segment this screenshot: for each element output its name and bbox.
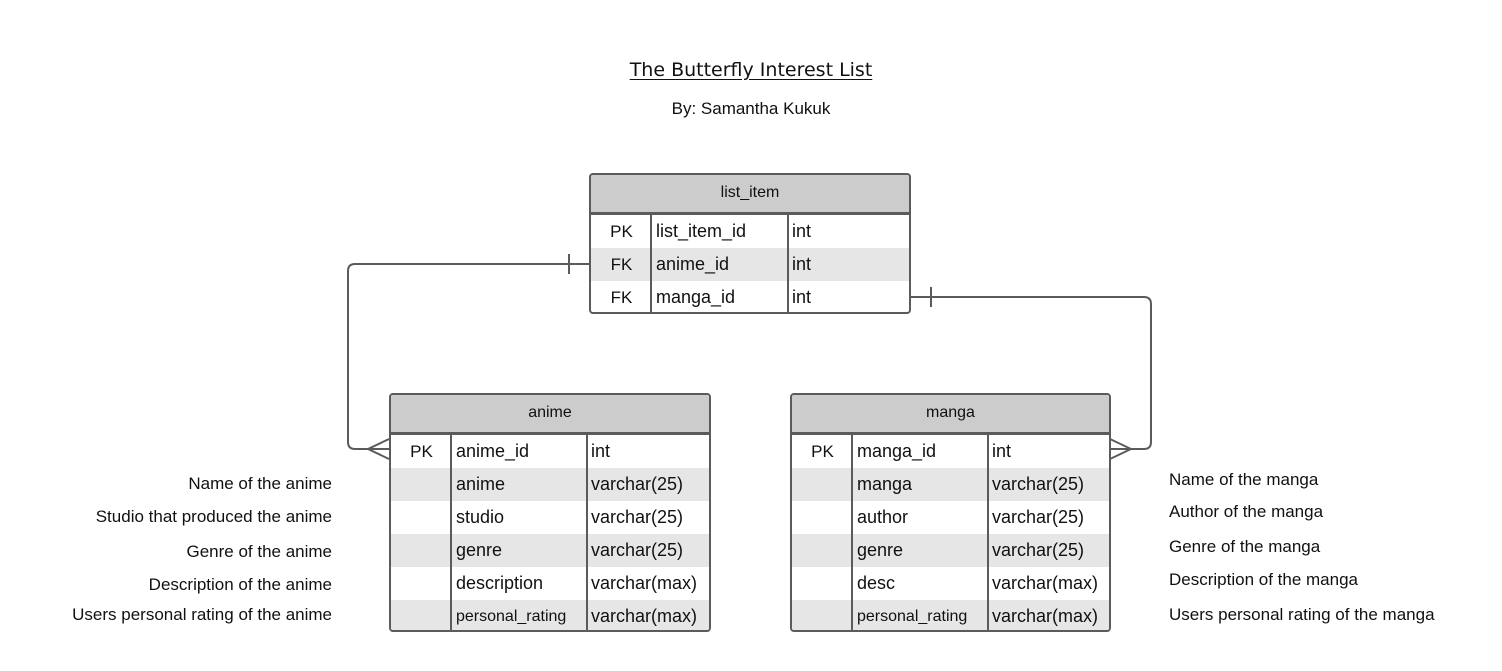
field-cell: list_item_id [656,221,747,241]
entity-anime-header: anime [391,395,709,435]
key-cell [391,501,452,534]
type-cell: varchar(25) [992,507,1085,527]
entity-manga-header: manga [792,395,1109,435]
table-row: desc varchar(max) [792,567,1109,600]
entity-manga-rows: PK manga_id int manga varchar(25) author… [792,435,1109,630]
table-row: manga varchar(25) [792,468,1109,501]
table-row: studio varchar(25) [391,501,709,534]
note-manga-genre: Genre of the manga [1169,537,1321,556]
field-cell: description [456,573,544,593]
type-cell: varchar(25) [992,474,1085,494]
note-manga-author: Author of the manga [1169,502,1324,521]
field-cell: studio [456,507,505,527]
diagram-author: By: Samantha Kukuk [671,99,831,118]
crowfoot-anime-top [367,438,390,450]
crowfoot-manga-top [1109,438,1132,450]
note-manga-description: Description of the manga [1169,570,1358,589]
table-row: PK anime_id int [391,435,709,468]
field-cell: genre [456,540,503,560]
table-row: FK manga_id int [591,281,909,312]
entity-list-item-rows: PK list_item_id int FK anime_id int FK m… [591,215,909,312]
key-cell: FK [610,287,633,307]
key-cell [792,567,853,600]
key-cell: PK [811,441,834,461]
type-cell: varchar(25) [992,540,1085,560]
type-cell: int [992,441,1012,461]
field-cell: author [857,507,909,527]
field-cell: personal_rating [857,607,968,625]
key-cell: PK [410,441,433,461]
type-cell: varchar(25) [591,540,684,560]
field-cell: genre [857,540,904,560]
field-cell: anime_id [456,441,530,461]
table-row: genre varchar(25) [792,534,1109,567]
type-cell: varchar(max) [992,606,1099,626]
note-anime-description: Description of the anime [148,575,332,594]
key-cell [391,567,452,600]
field-cell: manga_id [857,441,937,461]
table-row: personal_rating varchar(max) [792,600,1109,630]
type-cell: int [792,287,812,307]
type-cell: varchar(max) [591,573,698,593]
table-row: personal_rating varchar(max) [391,600,709,630]
table-row: anime varchar(25) [391,468,709,501]
field-cell: desc [857,573,896,593]
key-cell: FK [610,254,633,274]
connector-manga [910,296,1152,450]
note-anime-genre: Genre of the anime [186,542,332,561]
key-cell [792,501,853,534]
table-row: description varchar(max) [391,567,709,600]
crowfoot-anime-bottom [367,448,390,460]
table-row: genre varchar(25) [391,534,709,567]
key-cell [792,600,853,630]
type-cell: int [792,221,812,241]
type-cell: varchar(max) [992,573,1099,593]
entity-anime-rows: PK anime_id int anime varchar(25) studio… [391,435,709,630]
entity-manga[interactable]: manga PK manga_id int manga varchar(25) … [790,393,1111,632]
key-cell [391,468,452,501]
entity-anime[interactable]: anime PK anime_id int anime varchar(25) … [389,393,711,632]
entity-list-item-header: list_item [591,175,909,215]
type-cell: varchar(max) [591,606,698,626]
table-row: FK anime_id int [591,248,909,281]
key-cell [391,534,452,567]
field-cell: anime_id [656,254,730,274]
crowfoot-manga-bottom [1109,448,1132,460]
field-cell: manga_id [656,287,736,307]
note-manga-name: Name of the manga [1169,470,1319,489]
connector-anime [347,263,590,450]
type-cell: varchar(25) [591,474,684,494]
key-cell [792,468,853,501]
entity-list-item[interactable]: list_item PK list_item_id int FK anime_i… [589,173,911,314]
key-cell [792,534,853,567]
note-anime-studio: Studio that produced the anime [95,507,332,526]
type-cell: int [792,254,812,274]
note-manga-rating: Users personal rating of the manga [1169,605,1435,624]
note-anime-rating: Users personal rating of the anime [72,605,332,624]
key-cell: PK [610,221,633,241]
type-cell: varchar(25) [591,507,684,527]
diagram-title: The Butterfly Interest List [629,59,873,81]
table-row: PK list_item_id int [591,215,909,248]
note-anime-name: Name of the anime [188,474,332,493]
table-row: author varchar(25) [792,501,1109,534]
field-cell: manga [857,474,913,494]
field-cell: anime [456,474,506,494]
table-row: PK manga_id int [792,435,1109,468]
key-cell [391,600,452,630]
type-cell: int [591,441,611,461]
field-cell: personal_rating [456,607,567,625]
